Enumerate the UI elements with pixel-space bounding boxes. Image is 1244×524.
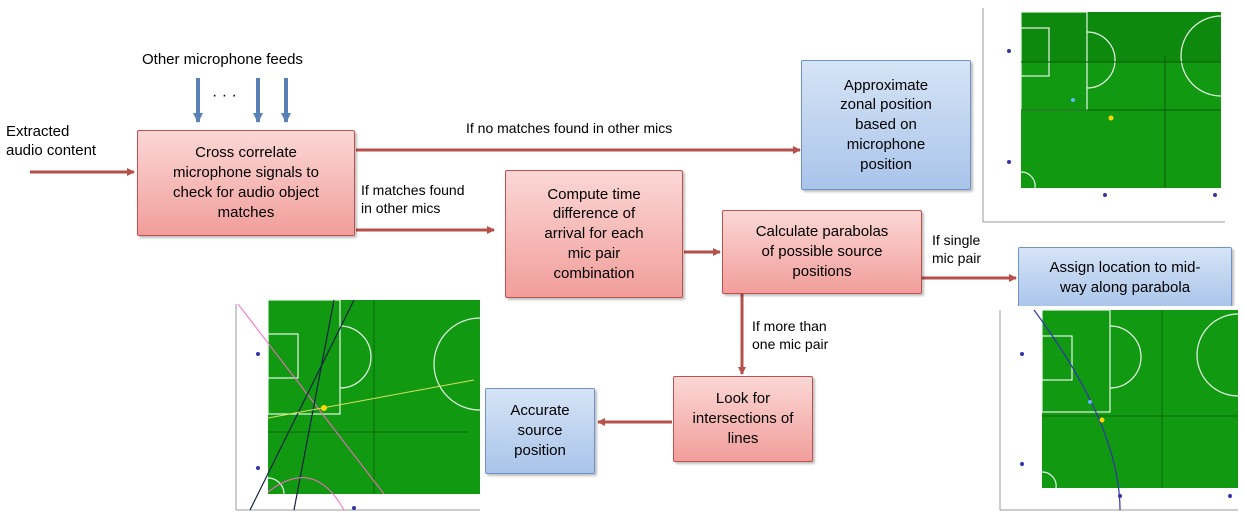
accurate-source-position-box: Accurate source position (485, 388, 595, 474)
other-microphone-feeds-label: Other microphone feeds (142, 51, 303, 68)
match-label: If matches found in other mics (361, 182, 465, 216)
source-position-marker (1099, 417, 1105, 423)
more-pairs-label: If more than one mic pair (752, 318, 829, 352)
assign-location-box: Assign location to mid- way along parabo… (1018, 247, 1232, 309)
pitch-plot-zonal (975, 4, 1233, 236)
cross-correlate-box: Cross correlate microphone signals to ch… (137, 130, 355, 236)
no-match-label: If no matches found in other mics (466, 120, 673, 136)
compute-tdoa-box: Compute time difference of arrival for e… (505, 170, 683, 298)
feeds-ellipsis: · · · (212, 87, 237, 104)
calculate-parabolas-box: Calculate parabolas of possible source p… (722, 210, 922, 294)
extracted-audio-label: Extracted audio content (6, 123, 97, 160)
source-position-marker (1108, 115, 1114, 121)
pitch-plot-parabola (990, 306, 1242, 524)
pitch-plot-intersections (224, 296, 484, 524)
pitch-field (1042, 310, 1238, 488)
approximate-zonal-position-box: Approximate zonal position based on micr… (801, 60, 971, 190)
single-pair-label: If single mic pair (932, 232, 982, 266)
microphone-feed-arrows (193, 78, 291, 123)
source-position-marker (321, 405, 327, 411)
flow-arrows (30, 146, 1017, 426)
look-for-intersections-box: Look for intersections of lines (673, 376, 813, 462)
